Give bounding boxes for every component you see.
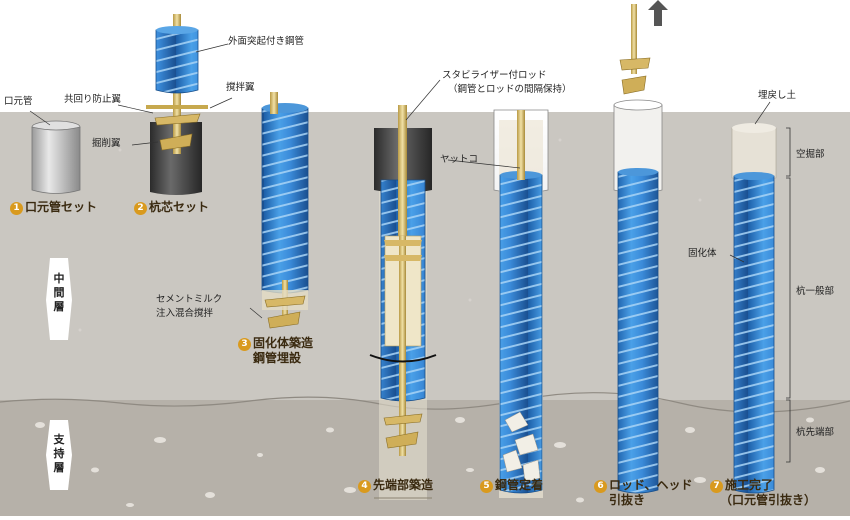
layer-middle: 中間層 <box>53 272 65 313</box>
step4-tip-construction <box>369 105 437 500</box>
step5-pipe-fixing <box>493 109 549 498</box>
leader-lines <box>29 43 771 319</box>
label-solid-body: 固化体 <box>688 248 717 259</box>
label-stabilizer-line2: （鋼管とロッドの間隔保持） <box>448 84 572 95</box>
label-yattoko: ヤットコ <box>440 154 479 165</box>
support-pebbles <box>35 417 825 507</box>
label-cement-line2: 注入混合撹拌 <box>156 308 214 319</box>
label-dig-wing: 掘削翼 <box>92 138 121 149</box>
label-guide-pipe: 口元管 <box>4 96 33 107</box>
dig-wing <box>159 133 193 151</box>
step1-guide-pipe <box>31 120 81 194</box>
label-stir-wing: 撹拌翼 <box>226 82 255 93</box>
step7-construction-complete <box>731 123 791 494</box>
step3-solid-body-construction <box>261 92 309 329</box>
steel-pipe <box>155 26 199 94</box>
middle-layer-badge <box>46 258 72 340</box>
right-label-tip: 杭先端部 <box>796 427 835 438</box>
layer-support: 支持層 <box>53 433 65 474</box>
label-cement-line1: セメントミルク <box>156 294 223 305</box>
step6-rod-head-withdrawal <box>613 0 668 494</box>
upward-arrow-icon <box>648 0 668 26</box>
stir-wing <box>146 105 208 109</box>
label-backfill: 埋戻し土 <box>758 90 797 101</box>
step2-pile-centering <box>146 14 208 195</box>
support-layer-badge <box>46 420 72 490</box>
right-label-general: 杭一般部 <box>796 286 835 297</box>
right-label-empty: 空掘部 <box>796 149 825 160</box>
label-stabilizer-line1: スタビライザー付ロッド <box>442 70 547 81</box>
label-outer-pipe: 外面突起付き鋼管 <box>228 36 305 47</box>
label-co-rotation-wing: 共回り防止翼 <box>64 94 122 105</box>
